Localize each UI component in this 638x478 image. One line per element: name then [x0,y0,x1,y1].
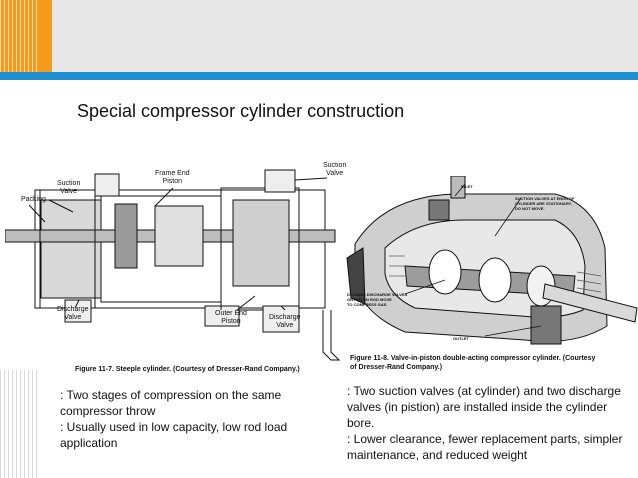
header-band [0,0,638,72]
slide-title: Special compressor cylinder construction [77,101,405,121]
label-outlet: OUTLET [453,336,469,341]
caption-valve-in-piston: Figure 11-8. Valve-in-piston double-acti… [350,355,596,371]
label-dynamic-valves-note: DYNAMIC DISCHARGE VALVES ON PISTON ROD M… [347,292,408,307]
label-suction-valves-note: SUCTION VALVES AT ENDS OF CYLINDER ARE S… [515,196,575,211]
decorative-stripes-bottom [0,370,40,478]
label-discharge-valve-right: Discharge Valve [269,314,301,329]
label-inlet: INLET [461,184,473,189]
steeple-cylinder-figure: Suction Valve Frame End Piston Suction V… [4,160,350,376]
label-suction-valve-top: Suction Valve [323,162,347,177]
body-text-right-line: : Lower clearance, fewer replacement par… [347,432,623,462]
body-text-right-line: : Two suction valves (at cylinder) and t… [347,384,621,430]
body-text-left-line: : Usually used in low capacity, low rod … [60,420,288,450]
body-text-right: : Two suction valves (at cylinder) and t… [347,383,627,463]
label-frame-end-piston: Frame End Piston [155,170,190,185]
steeple-cylinder-drawing [4,169,341,361]
caption-steeple-cylinder: Figure 11-7. Steeple cylinder. (Courtesy… [75,366,300,373]
decorative-stripes-top [0,0,40,160]
valve-in-piston-drawing [346,175,638,345]
body-text-left-line: : Two stages of compression on the same … [60,388,282,418]
label-outer-end-piston: Outer End Piston [215,310,247,325]
valve-in-piston-figure: INLET SUCTION VALVES AT ENDS OF CYLINDER… [345,175,638,376]
body-text-left: : Two stages of compression on the same … [60,387,325,451]
label-discharge-valve-left: Discharge Valve [57,306,89,321]
label-suction-valve-left: Suction Valve [57,180,81,195]
header-rule [0,72,638,80]
label-packing: Packing [21,196,46,203]
